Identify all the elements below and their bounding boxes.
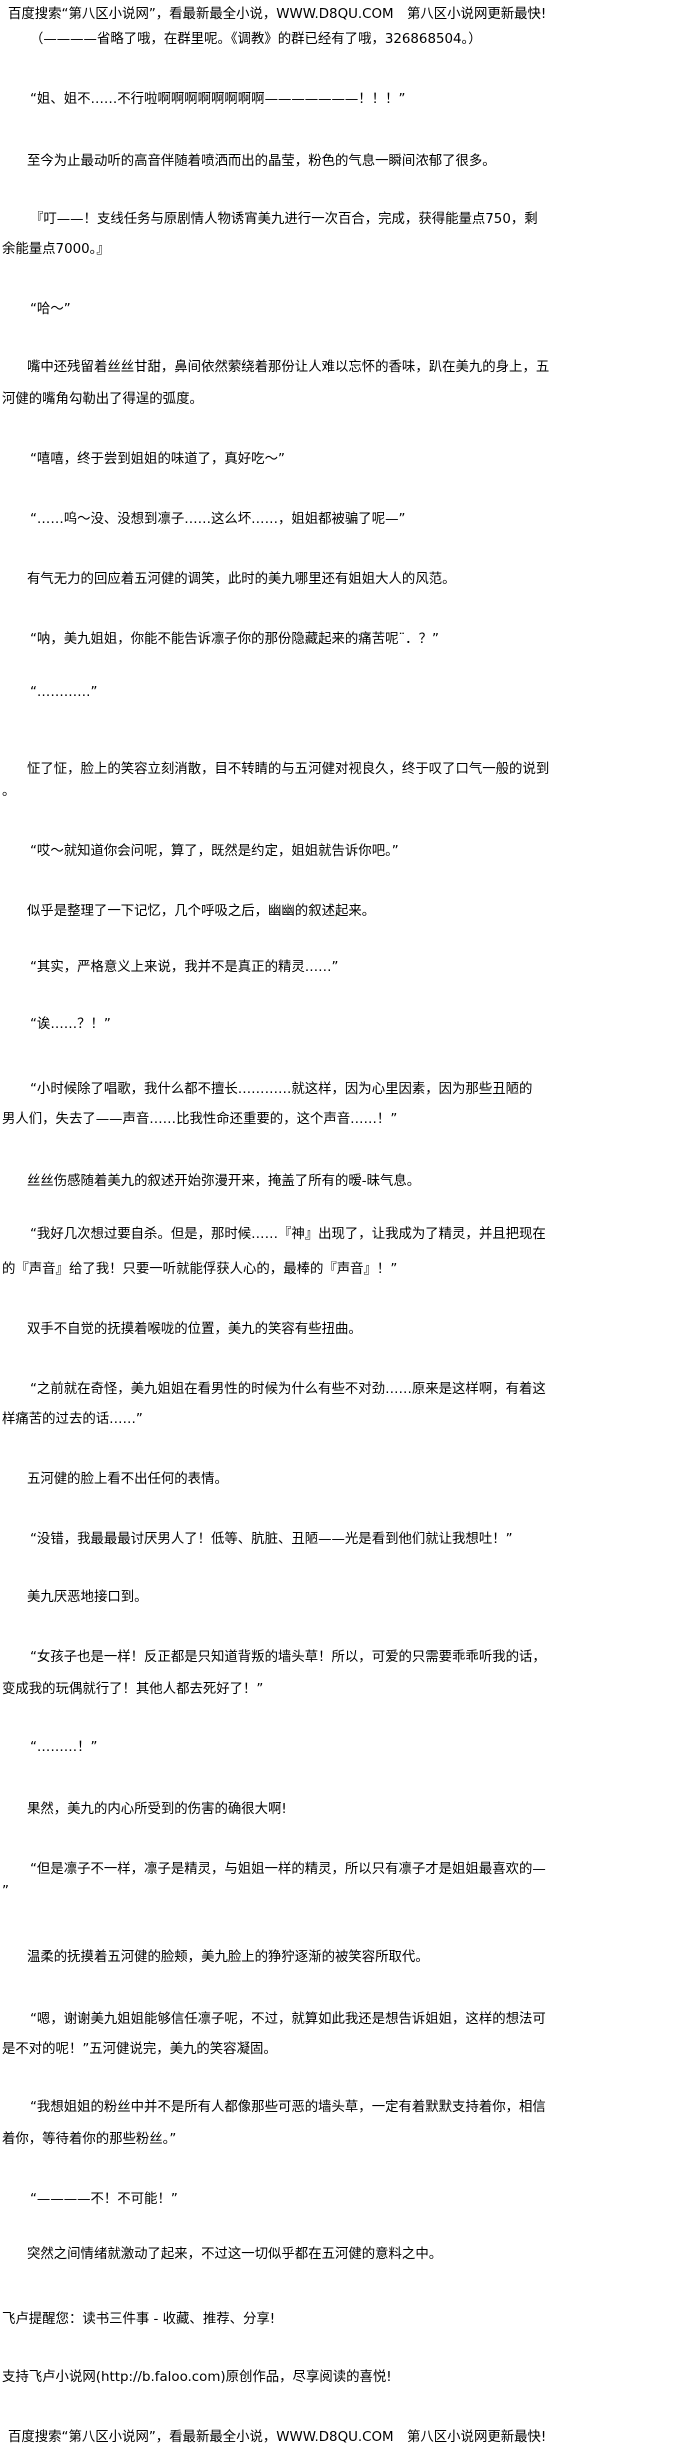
paragraph-line: 五河健的脸上看不出任何的表情。 (27, 1472, 228, 1487)
footer-banner: 百度搜索“第八区小说网”，看最新最全小说，WWW.D8QU.COM 第八区小说网… (8, 2430, 547, 2445)
paragraph-line: “我好几次想过要自杀。但是，那时候……『神』出现了，让我成为了精灵，并且把现在 (30, 1227, 546, 1242)
paragraph-line: 似乎是整理了一下记忆，几个呼吸之后，幽幽的叙述起来。 (27, 904, 376, 919)
paragraph-line: “姐、姐不……不行啦啊啊啊啊啊啊啊啊———————！！！” (30, 92, 406, 107)
paragraph-line: “我想姐姐的粉丝中并不是所有人都像那些可恶的墙头草，一定有着默默支持着你，相信 (30, 2100, 546, 2115)
paragraph-line: 突然之间情绪就激动了起来，不过这一切似乎都在五河健的意料之中。 (27, 2247, 443, 2262)
paragraph-line: “………！” (30, 1740, 98, 1755)
paragraph-line: “————不！不可能！” (30, 2192, 178, 2207)
paragraph-continuation-line: 的『声音』给了我！只要一听就能俘获人心的，最棒的『声音』！” (2, 1262, 398, 1277)
paragraph-line: 丝丝伤感随着美九的叙述开始弥漫开来，掩盖了所有的暧-昧气息。 (27, 1174, 421, 1189)
paragraph-line: “哈～” (30, 302, 71, 317)
paragraph-line: “但是凛子不一样，凛子是精灵，与姐姐一样的精灵，所以只有凛子才是姐姐最喜欢的— (30, 1862, 546, 1877)
paragraph-continuation-line: 余能量点7000。』 (2, 242, 110, 257)
paragraph-line: 至今为止最动听的高音伴随着喷洒而出的晶莹，粉色的气息一瞬间浓郁了很多。 (27, 154, 496, 169)
paragraph-line: “女孩子也是一样！反正都是只知道背叛的墙头草！所以，可爱的只需要乖乖听我的话， (30, 1650, 546, 1665)
paragraph-continuation-line: 。 (2, 784, 16, 799)
paragraph-line: 嘴中还残留着丝丝甘甜，鼻间依然萦绕着那份让人难以忘怀的香味，趴在美九的身上，五 (27, 360, 550, 375)
paragraph-line: “…………” (30, 685, 98, 700)
paragraph-line: “小时候除了唱歌，我什么都不擅长…………就这样，因为心里因素，因为那些丑陋的 (30, 1082, 533, 1097)
paragraph-continuation-line: 河健的嘴角勾勒出了得逞的弧度。 (2, 392, 203, 407)
paragraph-line: 美九厌恶地接口到。 (27, 1590, 148, 1605)
paragraph-line: 怔了怔，脸上的笑容立刻消散，目不转睛的与五河健对视良久，终于叹了口气一般的说到 (27, 762, 550, 777)
paragraph-line: 『叮——！支线任务与原剧情人物诱宵美九进行一次百合，完成，获得能量点750，剩 (30, 212, 538, 227)
paragraph-line: “……呜～没、没想到凛子……这么坏……，姐姐都被骗了呢—” (30, 512, 406, 527)
footer-reminder: 飞卢提醒您：读书三件事 - 收藏、推荐、分享! (2, 2312, 276, 2327)
paragraph-continuation-line: 样痛苦的过去的话……” (2, 1412, 143, 1427)
paragraph-continuation-line: ” (2, 1884, 9, 1899)
footer-support: 支持飞卢小说网(http://b.faloo.com)原创作品，尽享阅读的喜悦! (2, 2370, 392, 2385)
paragraph-line: “其实，严格意义上来说，我并不是真正的精灵……” (30, 960, 339, 975)
paragraph-continuation-line: 着你，等待着你的那些粉丝。” (2, 2132, 177, 2147)
paragraph-continuation-line: 变成我的玩偶就行了！其他人都去死好了！” (2, 1682, 264, 1697)
paragraph-line: “呐，美九姐姐，你能不能告诉凛子你的那份隐藏起来的痛苦呢¨．？” (30, 632, 439, 647)
paragraph-continuation-line: 是不对的呢！”五河健说完，美九的笑容凝固。 (2, 2042, 277, 2057)
paragraph-line: 有气无力的回应着五河健的调笑，此时的美九哪里还有姐姐大人的风范。 (27, 572, 456, 587)
paragraph-line: 双手不自觉的抚摸着喉咙的位置，美九的笑容有些扭曲。 (27, 1322, 362, 1337)
paragraph-line: “诶……？！” (30, 1017, 111, 1032)
header-note: （————省略了哦，在群里呢。《调教》的群已经有了哦，326868504。） (30, 32, 482, 47)
paragraph-line: “没错，我最最最讨厌男人了！低等、肮脏、丑陋——光是看到他们就让我想吐！” (30, 1532, 513, 1547)
paragraph-continuation-line: 男人们，失去了——声音……比我性命还重要的，这个声音……！” (2, 1112, 398, 1127)
paragraph-line: “嗯，谢谢美九姐姐能够信任凛子呢，不过，就算如此我还是想告诉姐姐，这样的想法可 (30, 2012, 546, 2027)
paragraph-line: 果然，美九的内心所受到的伤害的确很大啊! (27, 1802, 287, 1817)
header-banner: 百度搜索“第八区小说网”，看最新最全小说，WWW.D8QU.COM 第八区小说网… (8, 7, 547, 22)
paragraph-line: “之前就在奇怪，美九姐姐在看男性的时候为什么有些不对劲……原来是这样啊，有着这 (30, 1382, 546, 1397)
paragraph-line: 温柔的抚摸着五河健的脸颊，美九脸上的狰狞逐渐的被笑容所取代。 (27, 1950, 429, 1965)
paragraph-line: “哎～就知道你会问呢，算了，既然是约定，姐姐就告诉你吧。” (30, 844, 399, 859)
paragraph-line: “嘻嘻，终于尝到姐姐的味道了，真好吃～” (30, 452, 285, 467)
